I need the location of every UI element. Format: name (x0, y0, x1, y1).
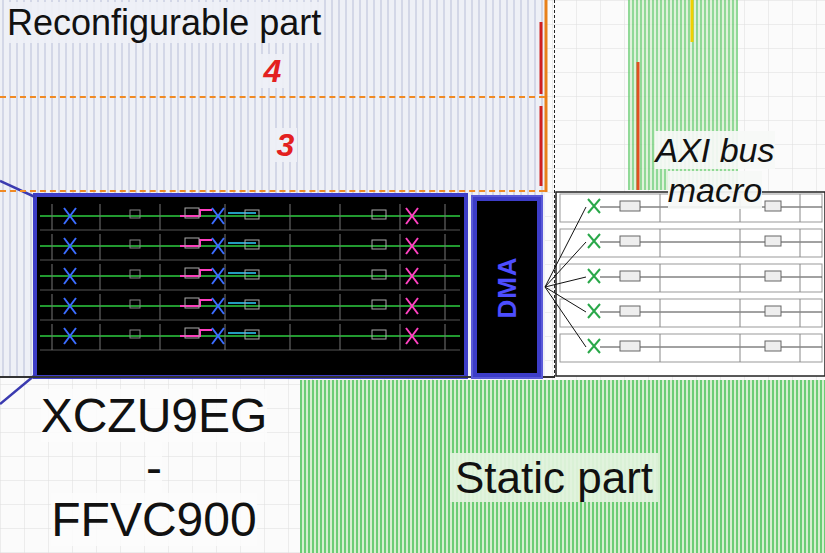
label-text: Static part (450, 453, 658, 502)
reconfigurable-region: Reconfigurable part 4 3DMA (0, 0, 555, 378)
bus-macro-label: AXI bus macro (625, 130, 805, 210)
partition-edge (545, 0, 548, 192)
zoomed-circuit (35, 195, 466, 377)
region-label: Static part (450, 452, 658, 504)
callout-number: 3 (274, 128, 298, 162)
circuit-row (40, 324, 460, 350)
macro-row (560, 334, 822, 362)
partition-tick (540, 106, 543, 186)
macro-row (560, 299, 822, 327)
region-title: Reconfigurable part (5, 2, 323, 43)
device-label: XCZU9EG - FFVC900 (4, 390, 304, 546)
partition-tick (540, 22, 543, 94)
macro-row (560, 229, 822, 257)
partition-band: 3 (0, 100, 545, 192)
circuit-row (40, 264, 460, 290)
dma-block: DMA (473, 197, 541, 377)
callout-number: 4 (261, 54, 285, 88)
macro-row (560, 264, 822, 292)
label-text: XCZU9EG - FFVC900 (41, 389, 268, 546)
reconfigurable-fabric (0, 0, 545, 378)
circuit-row (40, 294, 460, 320)
bus-macro-edge (637, 62, 640, 190)
partition-band: 4 (0, 46, 545, 98)
bus-macro-zoom (556, 192, 825, 376)
block-label: DMA (492, 256, 523, 318)
yellow-net (691, 0, 694, 42)
callout-lines (0, 181, 35, 404)
fan-lines (545, 207, 586, 347)
circuit-row (40, 204, 460, 230)
circuit-row (40, 234, 460, 260)
static-logic (300, 380, 825, 553)
label-text: AXI bus macro (655, 131, 774, 209)
